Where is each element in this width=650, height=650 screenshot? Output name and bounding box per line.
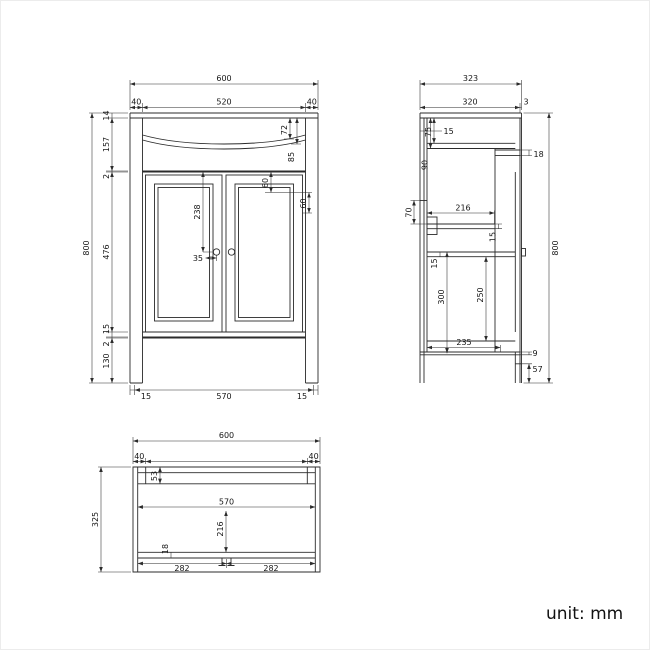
front-knob-offset-label: 35 [193,254,203,263]
front-view: 600 40 520 40 800 14 157 2 476 15 2 130 … [82,74,319,401]
bottom-front-rail-label: 18 [161,544,170,554]
bottom-overall-depth-label: 325 [91,512,100,527]
front-panel-to-knob-label: 238 [193,204,202,219]
bottom-right-inset-label: 40 [309,452,319,461]
front-right-door-panel [234,183,294,322]
side-plinth-height-label: 57 [533,365,543,374]
front-top-thickness-label: 14 [102,110,111,120]
side-rail-thickness-label: 15 [489,232,498,242]
side-back-lip-label: 3 [524,98,529,107]
front-left-door-panel-inner [157,187,210,318]
front-overall-width-label: 600 [216,74,231,83]
side-extension-lines [410,80,553,384]
front-right-door-panel-inner [238,187,291,318]
front-door-rail-b-label: 60 [299,198,308,208]
front-right-door-knob [227,248,236,256]
side-shelf-lines [427,251,516,258]
front-body-outline [129,112,319,384]
front-left-door-knob [212,248,221,256]
side-top-b-label: 90 [421,160,430,170]
bottom-overall-width-label: 600 [219,431,234,440]
side-view: 323 320 3 800 75 15 90 18 70 216 15 15 3… [405,74,560,384]
bottom-view: 600 40 40 325 53 570 216 18 282 282 [91,431,321,573]
bottom-left-inset-label: 40 [134,452,144,461]
front-base-left-inset-label: 15 [141,392,151,401]
front-top-right-inset-label: 40 [307,98,317,107]
side-shelf-thickness-label: 15 [430,258,439,268]
front-left-door [145,174,223,333]
front-overall-height-label: 800 [82,240,91,255]
front-top-span-label: 520 [216,98,231,107]
front-door-rail-a-label: 60 [261,178,270,188]
side-base-thickness-label: 9 [533,349,538,358]
side-door-knob [521,248,526,257]
bottom-body-outline [132,466,321,573]
bottom-mid-depth-label: 216 [216,521,225,536]
bottom-foot-right-label: 282 [263,564,278,573]
side-overall-depth-label: 323 [463,74,478,83]
side-body-depth-label: 320 [462,98,477,107]
side-shelf-to-base-label: 300 [437,289,446,304]
side-top-a-label: 75 [424,127,433,137]
side-door-gap-label: 15 [444,127,454,136]
side-base-depth-label: 235 [456,338,471,347]
unit-label: unit: mm [546,604,624,624]
front-base-right-inset-label: 15 [297,392,307,401]
bottom-foot-left-label: 282 [174,564,189,573]
side-apron-label: 18 [534,150,544,159]
bottom-inner-width-label: 570 [219,498,234,507]
side-overall-height-label: 800 [551,240,560,255]
front-basin-lip-b-label: 85 [287,152,296,162]
bottom-extension-lines [98,437,321,573]
front-door-height-label: 476 [102,244,111,259]
front-plinth-label: 130 [102,353,111,368]
side-bracket-length-label: 216 [455,204,470,213]
front-small-dim-lines [111,113,318,391]
front-basin-section-label: 157 [102,137,111,152]
front-basin-lip-a-label: 72 [280,125,289,135]
front-top-left-inset-label: 40 [131,98,141,107]
front-base-span-label: 570 [216,392,231,401]
side-shelf-to-rail-label: 250 [476,287,485,302]
front-gap-top-label: 2 [102,174,111,179]
side-small-dim-lines [420,107,530,355]
side-rail-lines [427,223,495,230]
side-body-outline [419,112,522,383]
front-left-door-panel [154,183,214,322]
front-right-door [225,174,303,333]
side-bracket-offset-label: 70 [405,207,414,217]
front-basin-curves [142,134,306,150]
side-wall-bracket [426,216,438,235]
bottom-back-section-label: 53 [150,471,159,481]
front-bottom-rail-label: 15 [102,324,111,334]
front-gap-bottom-label: 2 [102,341,111,346]
